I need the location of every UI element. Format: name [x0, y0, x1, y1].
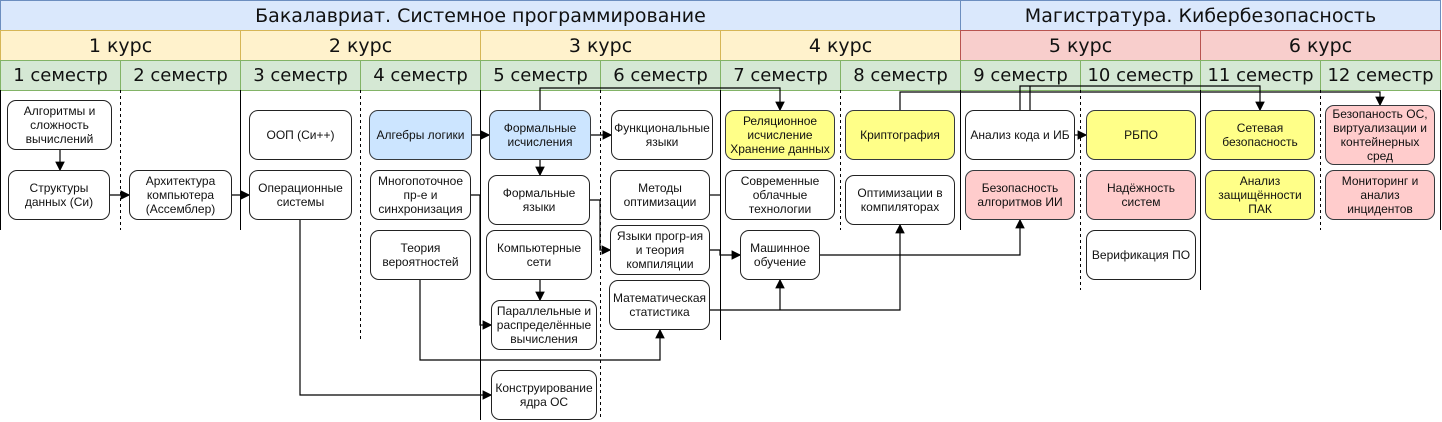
prerequisite-arrow: [1019, 85, 1265, 112]
course-stat[interactable]: Математическая статистика: [609, 280, 710, 330]
course-par[interactable]: Параллельные и распределённые вычисления: [491, 300, 597, 350]
course-pak[interactable]: Анализ защищённости ПАК: [1205, 170, 1315, 220]
prerequisite-arrow: [820, 218, 1025, 256]
prerequisite-arrow: [539, 87, 785, 112]
semester-header: 4 семестр: [360, 60, 481, 91]
semester-header: 3 семестр: [240, 60, 361, 91]
course-mt[interactable]: Многопоточное пр-е и синхронизация: [370, 170, 471, 220]
semester-header: 5 семестр: [480, 60, 601, 91]
course-os[interactable]: Операционные системы: [249, 170, 352, 220]
course-rbpo[interactable]: РБПО: [1086, 110, 1196, 160]
course-ossec[interactable]: Безопаность ОС, виртуализации и контейне…: [1325, 105, 1435, 165]
prerequisite-arrow: [710, 223, 905, 311]
semester-header: 6 семестр: [600, 60, 721, 91]
year-header: 4 курс: [720, 30, 961, 61]
semester-header: 1 семестр: [0, 60, 121, 91]
prerequisite-arrow: [419, 280, 665, 361]
course-flang[interactable]: Формальные языки: [488, 175, 590, 225]
course-ml[interactable]: Машинное обучение: [740, 230, 820, 280]
prerequisite-arrow: [899, 91, 1385, 110]
course-arch[interactable]: Архитектура компьютера (Ассемблер): [129, 170, 232, 220]
course-func[interactable]: Функциональные языки: [611, 110, 713, 160]
course-algo[interactable]: Алгоритмы и сложность вычислений: [7, 100, 112, 150]
course-cloud[interactable]: Современные облачные технологии: [725, 170, 835, 220]
course-prob[interactable]: Теория вероятностей: [370, 230, 471, 280]
year-header: 1 курс: [0, 30, 241, 61]
program-bachelor-header: Бакалавриат. Системное программирование: [0, 0, 961, 31]
year-header: 3 курс: [480, 30, 721, 61]
course-logic[interactable]: Алгебры логики: [369, 110, 472, 160]
course-oop[interactable]: ООП (Си++): [249, 110, 352, 160]
course-rel2[interactable]: Надёжность систем: [1086, 170, 1196, 220]
prerequisite-arrow: [710, 249, 742, 260]
course-netsec[interactable]: Сетевая безопасность: [1205, 110, 1315, 160]
prerequisite-arrow: [590, 199, 612, 255]
course-rel[interactable]: Реляционное исчисление Хранение данных: [725, 110, 835, 160]
semester-header: 12 семестр: [1320, 60, 1441, 91]
course-comp[interactable]: Языки прогр-ия и теория компиляции: [610, 225, 710, 275]
course-copt[interactable]: Оптимизации в компиляторах: [845, 175, 955, 225]
course-net[interactable]: Компьютерные сети: [486, 230, 592, 280]
year-header: 5 курс: [960, 30, 1201, 61]
course-mon[interactable]: Мониторинг и анализ инцидентов: [1325, 170, 1435, 220]
course-verif[interactable]: Верификация ПО: [1086, 230, 1196, 280]
course-optm[interactable]: Методы оптимизации: [610, 170, 710, 220]
course-code[interactable]: Анализ кода и ИБ: [965, 110, 1075, 160]
course-crypto[interactable]: Криптография: [845, 110, 955, 160]
prerequisite-arrow: [299, 220, 493, 400]
course-fcalc[interactable]: Формальные исчисления: [489, 110, 591, 160]
course-kern[interactable]: Конструирование ядра ОС: [491, 370, 597, 420]
course-ds[interactable]: Структуры данных (Си): [8, 170, 110, 220]
semester-header: 8 семестр: [840, 60, 961, 91]
prerequisite-arrow: [471, 194, 493, 330]
course-aisec[interactable]: Безопасность алгоритмов ИИ: [965, 170, 1075, 220]
semester-header: 2 семестр: [120, 60, 241, 91]
